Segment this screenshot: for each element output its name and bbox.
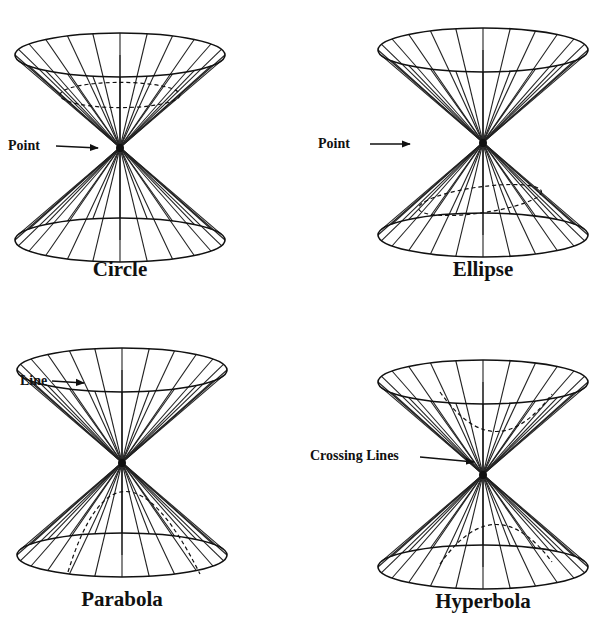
callout-label: Line	[20, 373, 47, 388]
cone-ruling	[31, 359, 213, 566]
callout-label: Crossing Lines	[310, 448, 399, 463]
cone-ruling	[409, 366, 557, 582]
cone-ruling	[46, 39, 194, 255]
cone-ruling	[46, 39, 194, 255]
cone-ruling	[409, 34, 557, 250]
cone-ruling	[392, 371, 574, 578]
cone-ruling	[93, 34, 147, 262]
cone-ruling	[31, 359, 213, 566]
cone-ruling	[95, 349, 149, 577]
conic-name: Hyperbola	[435, 590, 531, 613]
callout-label: Point	[318, 136, 350, 151]
cone-ruling	[456, 29, 510, 257]
cone-ruling	[378, 50, 588, 235]
cone-ruling	[378, 50, 588, 235]
cone-ruling	[431, 363, 536, 586]
leader-arrow	[52, 144, 474, 462]
cone-ruling	[456, 29, 510, 257]
cone-ruling	[378, 382, 588, 567]
cone-ruling	[70, 351, 175, 574]
cone-ruling	[382, 376, 585, 572]
conic-name: Ellipse	[453, 258, 514, 281]
cone-ruling	[15, 55, 225, 240]
conic-name: Parabola	[81, 588, 163, 611]
cone-ruling	[21, 364, 224, 560]
cone-ruling	[29, 44, 211, 251]
cone-ruling	[17, 370, 227, 555]
cone-ruling	[19, 49, 222, 245]
cone-ruling	[392, 39, 574, 246]
cone-ruling	[48, 354, 196, 570]
cone-ruling	[29, 44, 211, 251]
cone-ruling	[409, 34, 557, 250]
cone-ruling	[431, 363, 536, 586]
cone-ruling	[382, 376, 585, 572]
conic-name: Circle	[93, 258, 147, 281]
cone-ruling	[17, 370, 227, 555]
cone-ruling	[15, 55, 225, 240]
cone-ruling	[392, 39, 574, 246]
cone-ruling	[431, 31, 536, 254]
cone-ruling	[382, 44, 585, 240]
cone-ruling	[48, 354, 196, 570]
conic-section	[60, 82, 552, 574]
cone-ruling	[431, 31, 536, 254]
cone-ruling	[95, 349, 149, 577]
cone-ruling	[19, 49, 222, 245]
cone-ruling	[382, 44, 585, 240]
cone-ruling	[93, 34, 147, 262]
callout-label: Point	[8, 138, 40, 153]
cone-ruling	[70, 351, 175, 574]
cone-ruling	[392, 371, 574, 578]
cone-ruling	[456, 361, 510, 589]
cone-ruling	[409, 366, 557, 582]
cone-ruling	[378, 382, 588, 567]
cone-ruling	[21, 364, 224, 560]
cone-ruling	[456, 361, 510, 589]
